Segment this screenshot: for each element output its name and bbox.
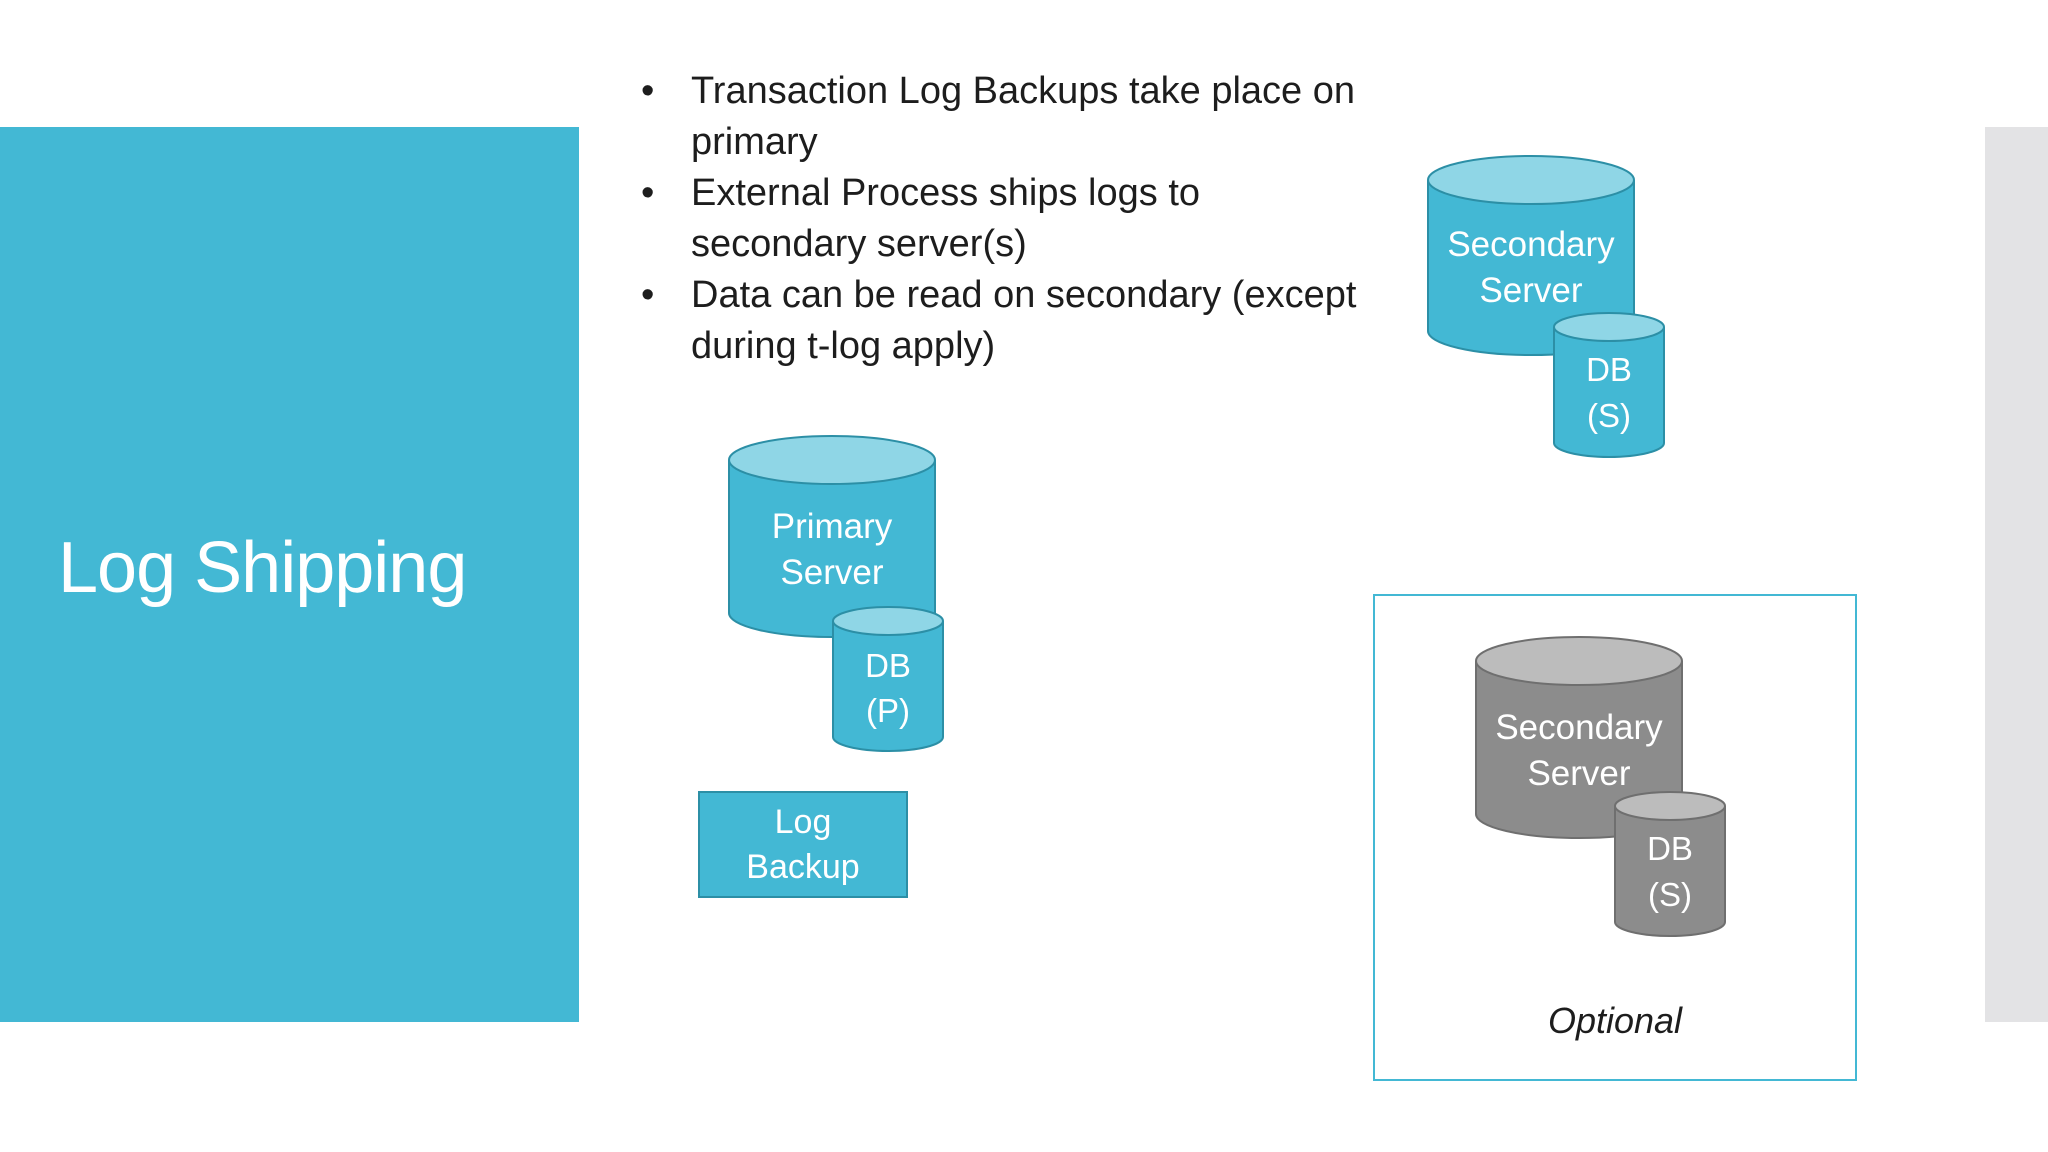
title-panel <box>0 127 579 1022</box>
optional-secondary-server-label-2: Server <box>1527 754 1630 793</box>
primary-db-label-1: DB <box>865 647 911 684</box>
primary-db-cylinder: DB (P) <box>832 606 944 752</box>
primary-db-label-2: (P) <box>866 692 910 729</box>
bullet-item: • External Process ships logs to secondar… <box>637 168 1377 270</box>
primary-server-cylinder: Primary Server <box>728 435 936 638</box>
slide-title: Log Shipping <box>58 528 467 608</box>
bullet-dot-icon: • <box>641 172 655 214</box>
optional-secondary-server-label-1: Secondary <box>1495 708 1663 747</box>
optional-secondary-server-cylinder: Secondary Server <box>1475 636 1683 839</box>
primary-server-label-2: Server <box>780 553 883 592</box>
optional-secondary-db-cylinder: DB (S) <box>1614 791 1726 937</box>
optional-label: Optional <box>1547 1000 1683 1041</box>
log-backup-label-1: Log <box>774 802 832 841</box>
bullet-list: • Transaction Log Backups take place on p… <box>637 66 1377 372</box>
bullet-item: • Transaction Log Backups take place on p… <box>637 66 1377 168</box>
secondary-db-label-2: (S) <box>1587 397 1631 434</box>
secondary-server-cylinder: Secondary Server <box>1427 155 1635 356</box>
log-backup-label-2: Backup <box>746 847 860 886</box>
secondary-server-label-2: Server <box>1479 271 1582 310</box>
bullet-item: • Data can be read on secondary (except d… <box>637 270 1377 372</box>
log-backup-box: Log Backup <box>698 791 908 898</box>
bullet-text: Data can be read on secondary (except du… <box>691 274 1357 367</box>
bullet-text: External Process ships logs to secondary… <box>691 172 1201 265</box>
optional-group-frame <box>1373 594 1857 1081</box>
optional-secondary-db-label-1: DB <box>1647 830 1693 867</box>
bullet-text: Transaction Log Backups take place on pr… <box>691 70 1355 163</box>
secondary-server-label-1: Secondary <box>1447 225 1615 264</box>
secondary-db-cylinder: DB (S) <box>1553 312 1665 458</box>
bullet-dot-icon: • <box>641 70 655 112</box>
right-edge-strip <box>1985 127 2048 1022</box>
secondary-db-label-1: DB <box>1586 351 1632 388</box>
optional-secondary-db-label-2: (S) <box>1648 876 1692 913</box>
primary-server-label-1: Primary <box>772 507 893 546</box>
bullet-dot-icon: • <box>641 274 655 316</box>
